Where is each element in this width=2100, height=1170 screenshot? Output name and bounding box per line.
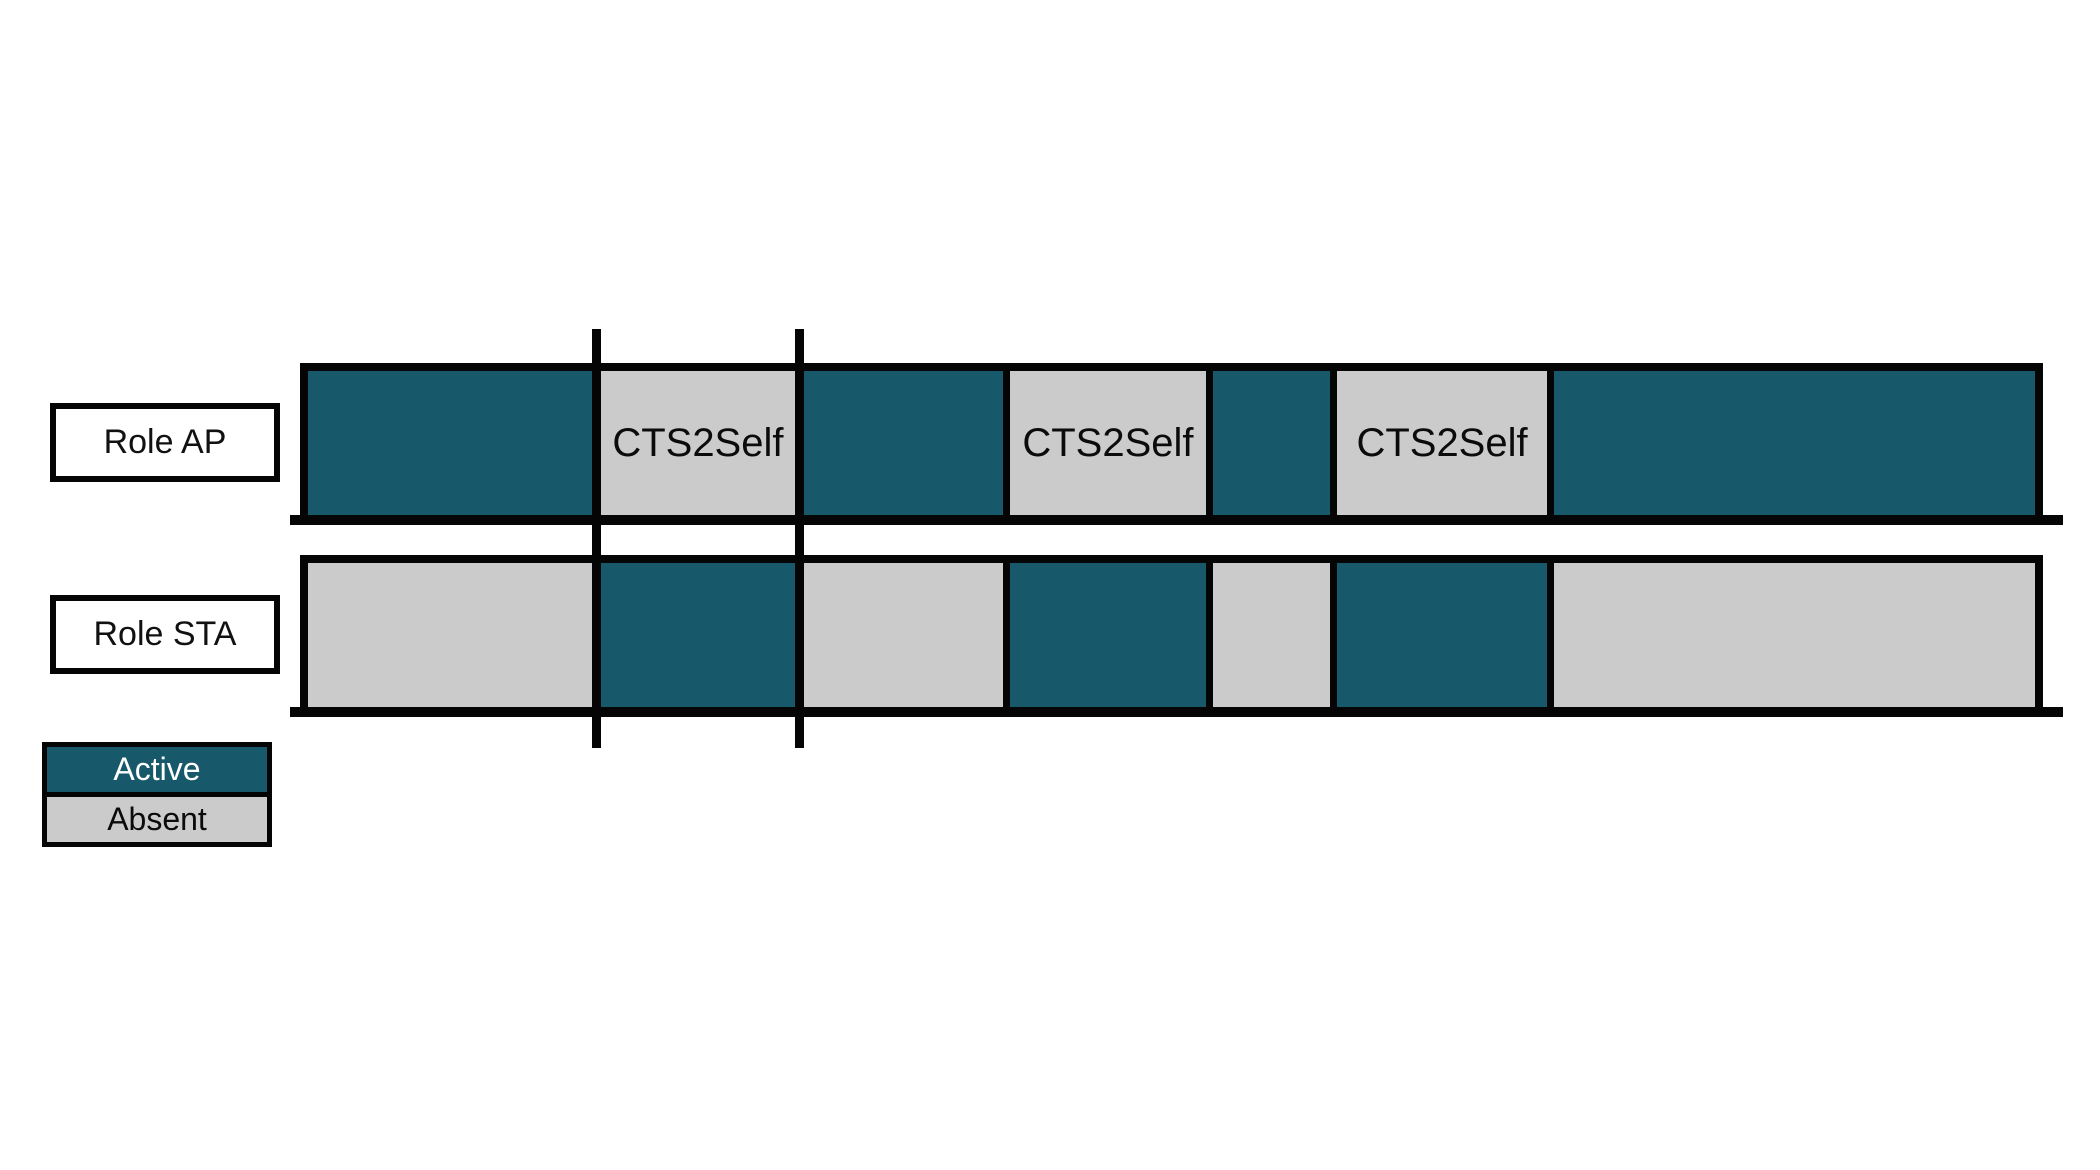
time-marker-line-1 [592, 329, 601, 748]
legend-item-active: Active [47, 747, 267, 792]
role-sta-label: Role STA [93, 615, 237, 653]
segment-active [308, 371, 592, 515]
segment-absent [1206, 563, 1330, 707]
legend-absent-label: Absent [107, 801, 207, 837]
legend-item-absent: Absent [47, 792, 267, 842]
segment-active [591, 563, 797, 707]
segment-label: CTS2Self [1022, 420, 1194, 465]
segment-absent [796, 563, 1003, 707]
segment-absent [1547, 563, 2035, 707]
role-sta-bar [300, 555, 2043, 707]
segment-label: CTS2Self [612, 420, 784, 465]
segment-active [1547, 371, 2035, 515]
segment-absent [308, 563, 592, 707]
segment-absent: CTS2Self [591, 371, 797, 515]
role-sta-baseline [290, 707, 2063, 717]
segment-active [1329, 563, 1548, 707]
segment-absent: CTS2Self [1002, 371, 1206, 515]
role-ap-baseline [290, 515, 2063, 525]
role-sta-label-box: Role STA [50, 595, 280, 674]
role-ap-bar: CTS2Self CTS2Self CTS2Self [300, 363, 2043, 515]
time-marker-line-2 [795, 329, 804, 748]
segment-active [1002, 563, 1206, 707]
legend-active-label: Active [113, 751, 201, 787]
segment-absent: CTS2Self [1329, 371, 1548, 515]
legend: Active Absent [42, 742, 272, 847]
role-ap-label-box: Role AP [50, 403, 280, 482]
segment-label: CTS2Self [1356, 420, 1528, 465]
segment-active [796, 371, 1003, 515]
role-ap-label: Role AP [103, 423, 227, 461]
segment-active [1206, 371, 1330, 515]
